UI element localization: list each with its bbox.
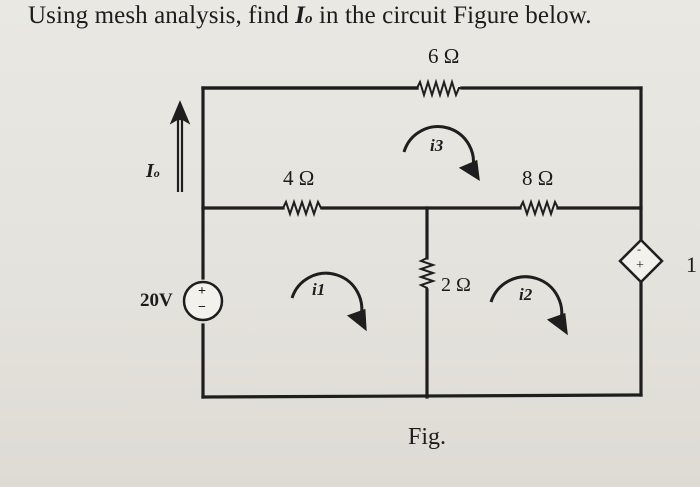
question-prefix: Using mesh analysis, find: [28, 2, 296, 29]
resistor-6-label: 6 Ω: [428, 44, 460, 68]
dependent-source-icon: [618, 238, 664, 284]
voltage-source-icon: [182, 280, 224, 322]
resistor-2-icon: [417, 257, 437, 290]
current-io-main: I: [146, 160, 154, 182]
cut-off-text: 1: [686, 252, 697, 277]
dependent-minus-sign: -: [637, 242, 641, 256]
mesh-label-i1: i1: [312, 280, 326, 299]
current-io-sub: o: [153, 166, 160, 180]
resistor-4-label: 4 Ω: [283, 166, 315, 190]
question-variable-sub: o: [305, 11, 313, 27]
question-suffix: in the circuit Figure below.: [312, 2, 592, 29]
question-text: Using mesh analysis, find Io in the circ…: [28, 2, 592, 30]
resistor-8-label: 8 Ω: [522, 166, 554, 190]
mesh-label-i2: i2: [519, 285, 533, 304]
current-arrow-icon: [169, 100, 191, 192]
mesh-arrow-i2-icon: [489, 275, 568, 336]
figure-caption: Fig.: [408, 424, 447, 450]
current-io-label: Io: [146, 160, 160, 183]
mesh-label-i3: i3: [430, 136, 444, 155]
resistor-4-icon: [282, 198, 322, 218]
resistor-6-icon: [416, 78, 462, 99]
dependent-plus-sign: +: [636, 258, 644, 273]
voltage-minus-sign: −: [198, 300, 206, 315]
voltage-source-label: 20V: [140, 290, 173, 311]
question-variable: I: [295, 2, 306, 29]
mesh-arrow-i3-icon: [402, 125, 480, 181]
wire-bottom: [201, 393, 643, 399]
resistor-8-icon: [519, 198, 559, 218]
mesh-arrow-i1-icon: [290, 271, 367, 332]
voltage-plus-sign: +: [198, 284, 206, 299]
resistor-2-label: 2 Ω: [441, 274, 471, 296]
